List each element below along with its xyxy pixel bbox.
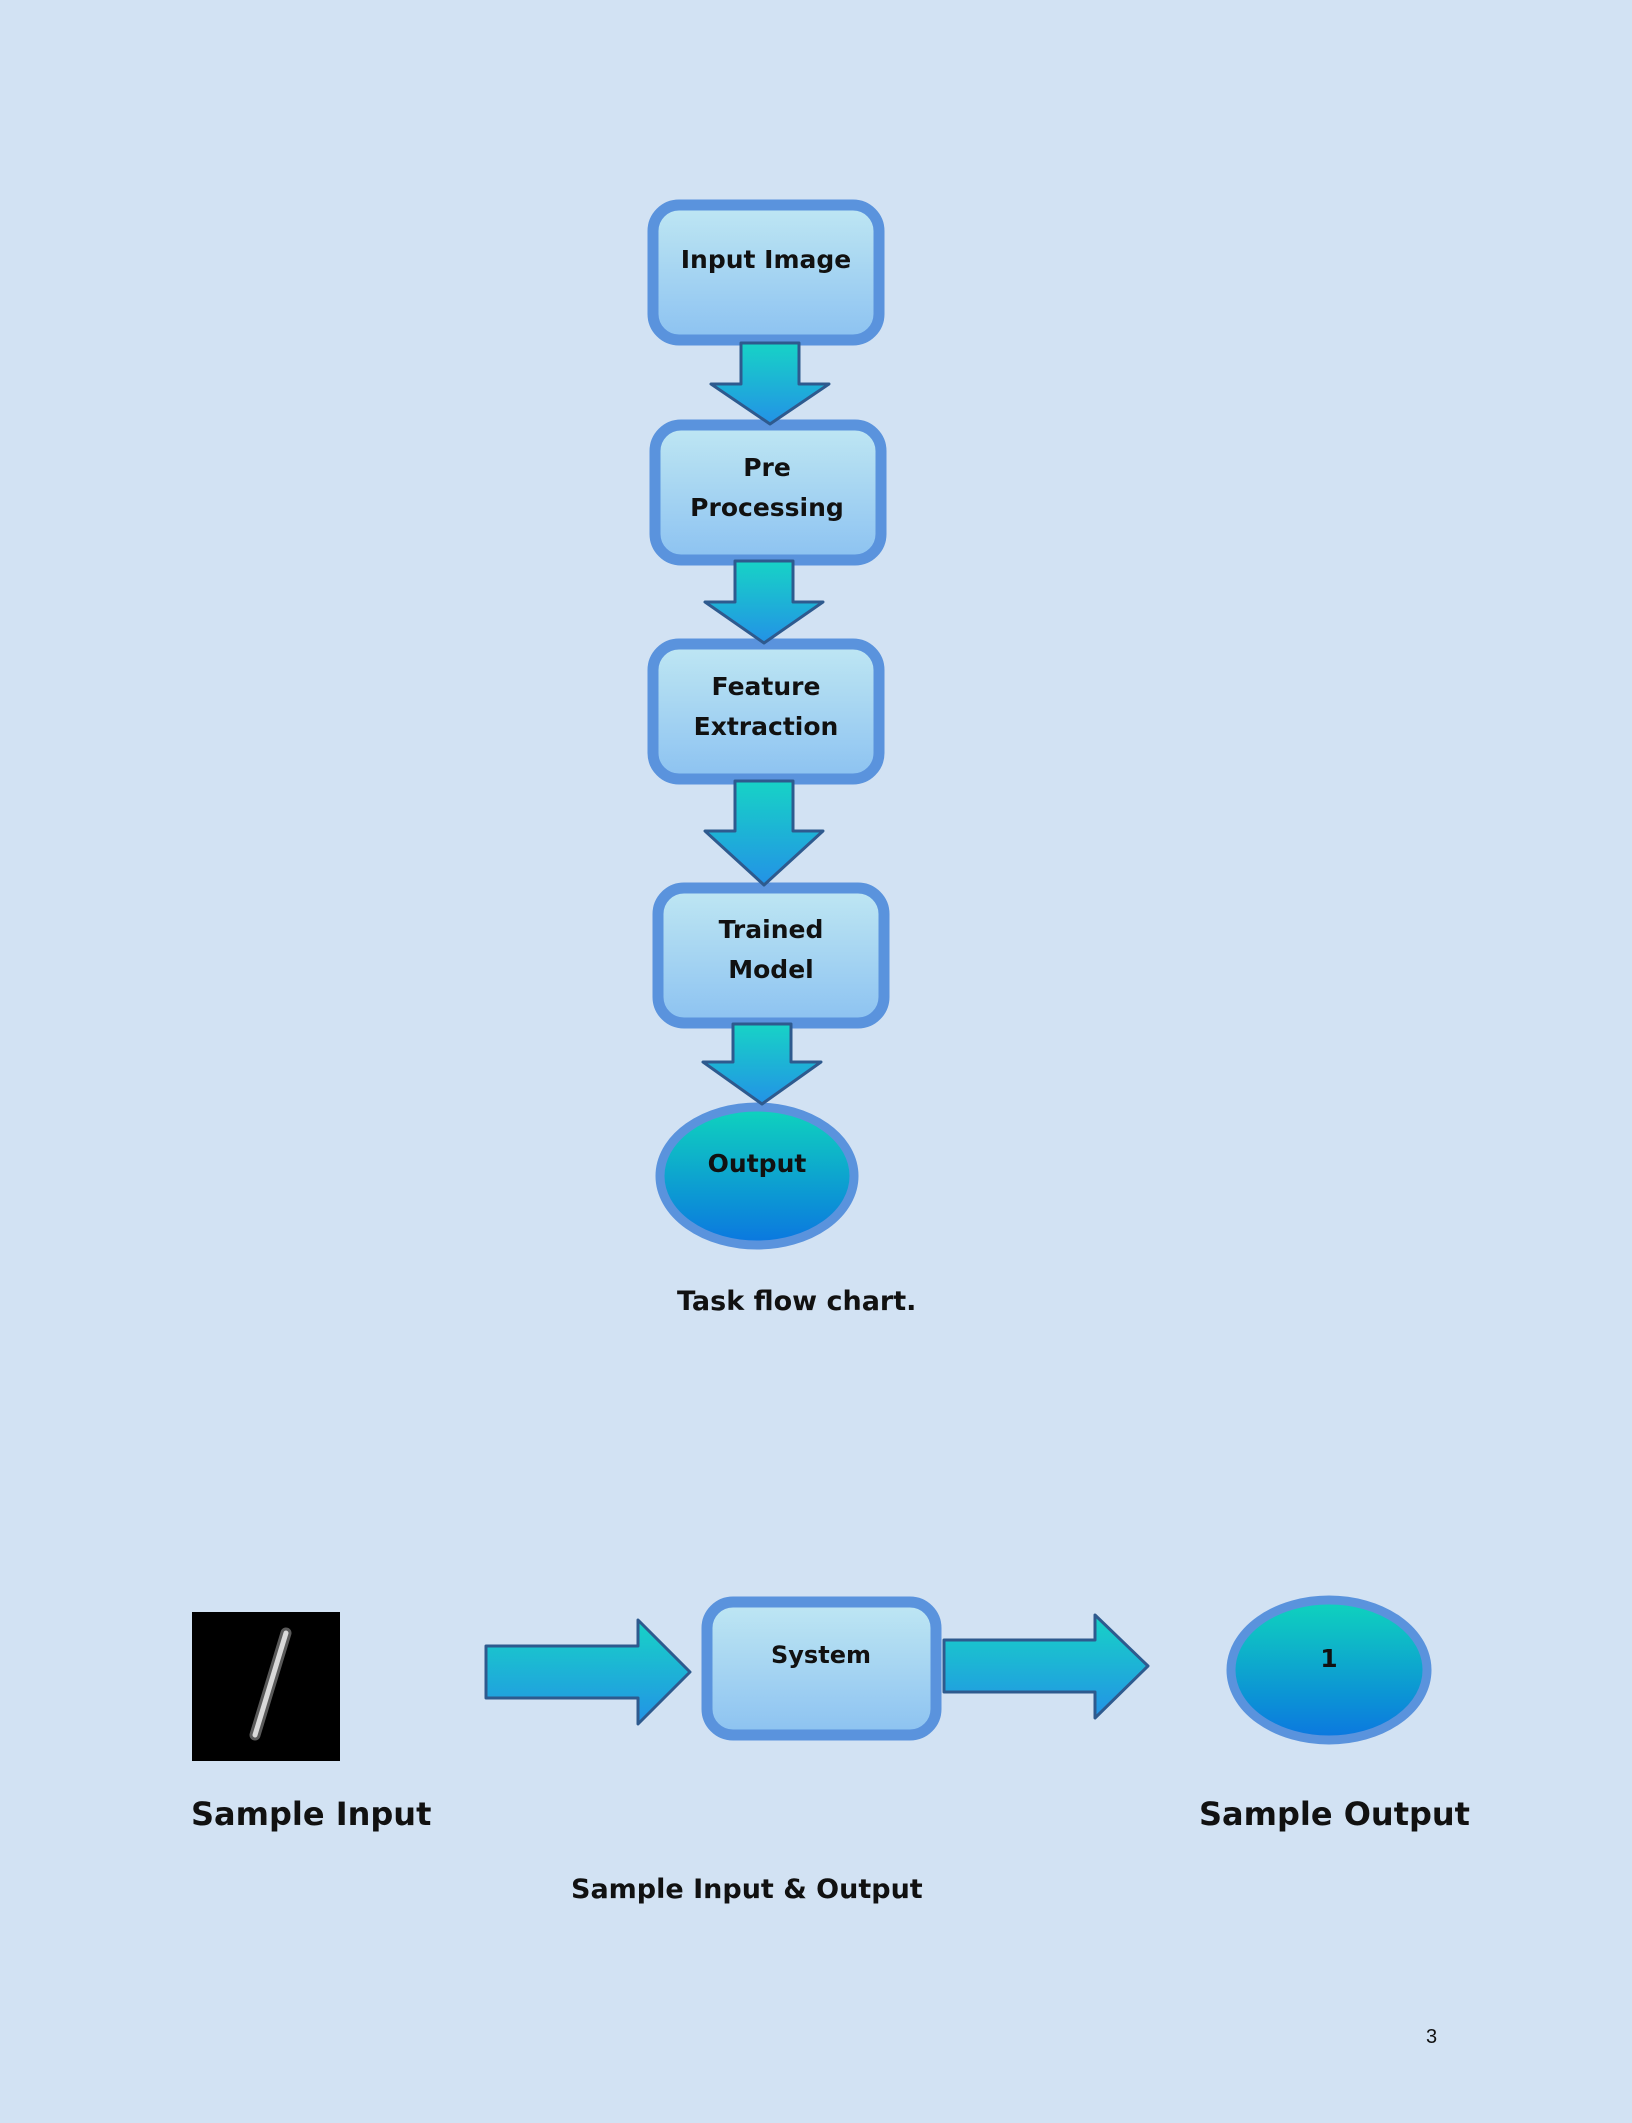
node-output: Output	[655, 1102, 859, 1250]
sample-input-label: Sample Input	[191, 1795, 432, 1833]
sample-caption: Sample Input & Output	[571, 1874, 923, 1905]
node-pre-processing-label-line1: Pre	[743, 453, 791, 482]
page-number: 3	[1426, 2026, 1438, 2048]
down-arrow-icon	[701, 1022, 823, 1106]
flowchart-caption: Task flow chart.	[677, 1286, 917, 1317]
node-input-image-label: Input Image	[681, 245, 852, 274]
node-feature-extraction-label-line1: Feature	[712, 672, 821, 701]
node-trained-model-label-line2: Model	[728, 955, 813, 984]
down-arrow-icon	[703, 559, 825, 645]
node-trained-model: Trained Model	[652, 882, 890, 1029]
node-pre-processing: Pre Processing	[649, 419, 887, 566]
node-pre-processing-label-line2: Processing	[690, 493, 844, 522]
node-input-image: Input Image	[647, 199, 885, 346]
down-arrow-icon	[703, 779, 825, 887]
node-feature-extraction: Feature Extraction	[647, 638, 885, 785]
node-output-label: Output	[708, 1149, 807, 1178]
system-box: System	[701, 1596, 942, 1741]
node-trained-model-label-line1: Trained	[719, 915, 824, 944]
sample-output-label: Sample Output	[1199, 1795, 1470, 1833]
system-label: System	[771, 1641, 871, 1669]
sample-output-ellipse: 1	[1226, 1595, 1432, 1745]
down-arrow-icon	[709, 341, 831, 426]
sample-output-value: 1	[1320, 1644, 1337, 1673]
right-arrow-icon	[942, 1613, 1150, 1720]
sample-input-digit-image	[192, 1612, 340, 1761]
right-arrow-icon	[484, 1618, 692, 1726]
node-feature-extraction-label-line2: Extraction	[694, 712, 839, 741]
